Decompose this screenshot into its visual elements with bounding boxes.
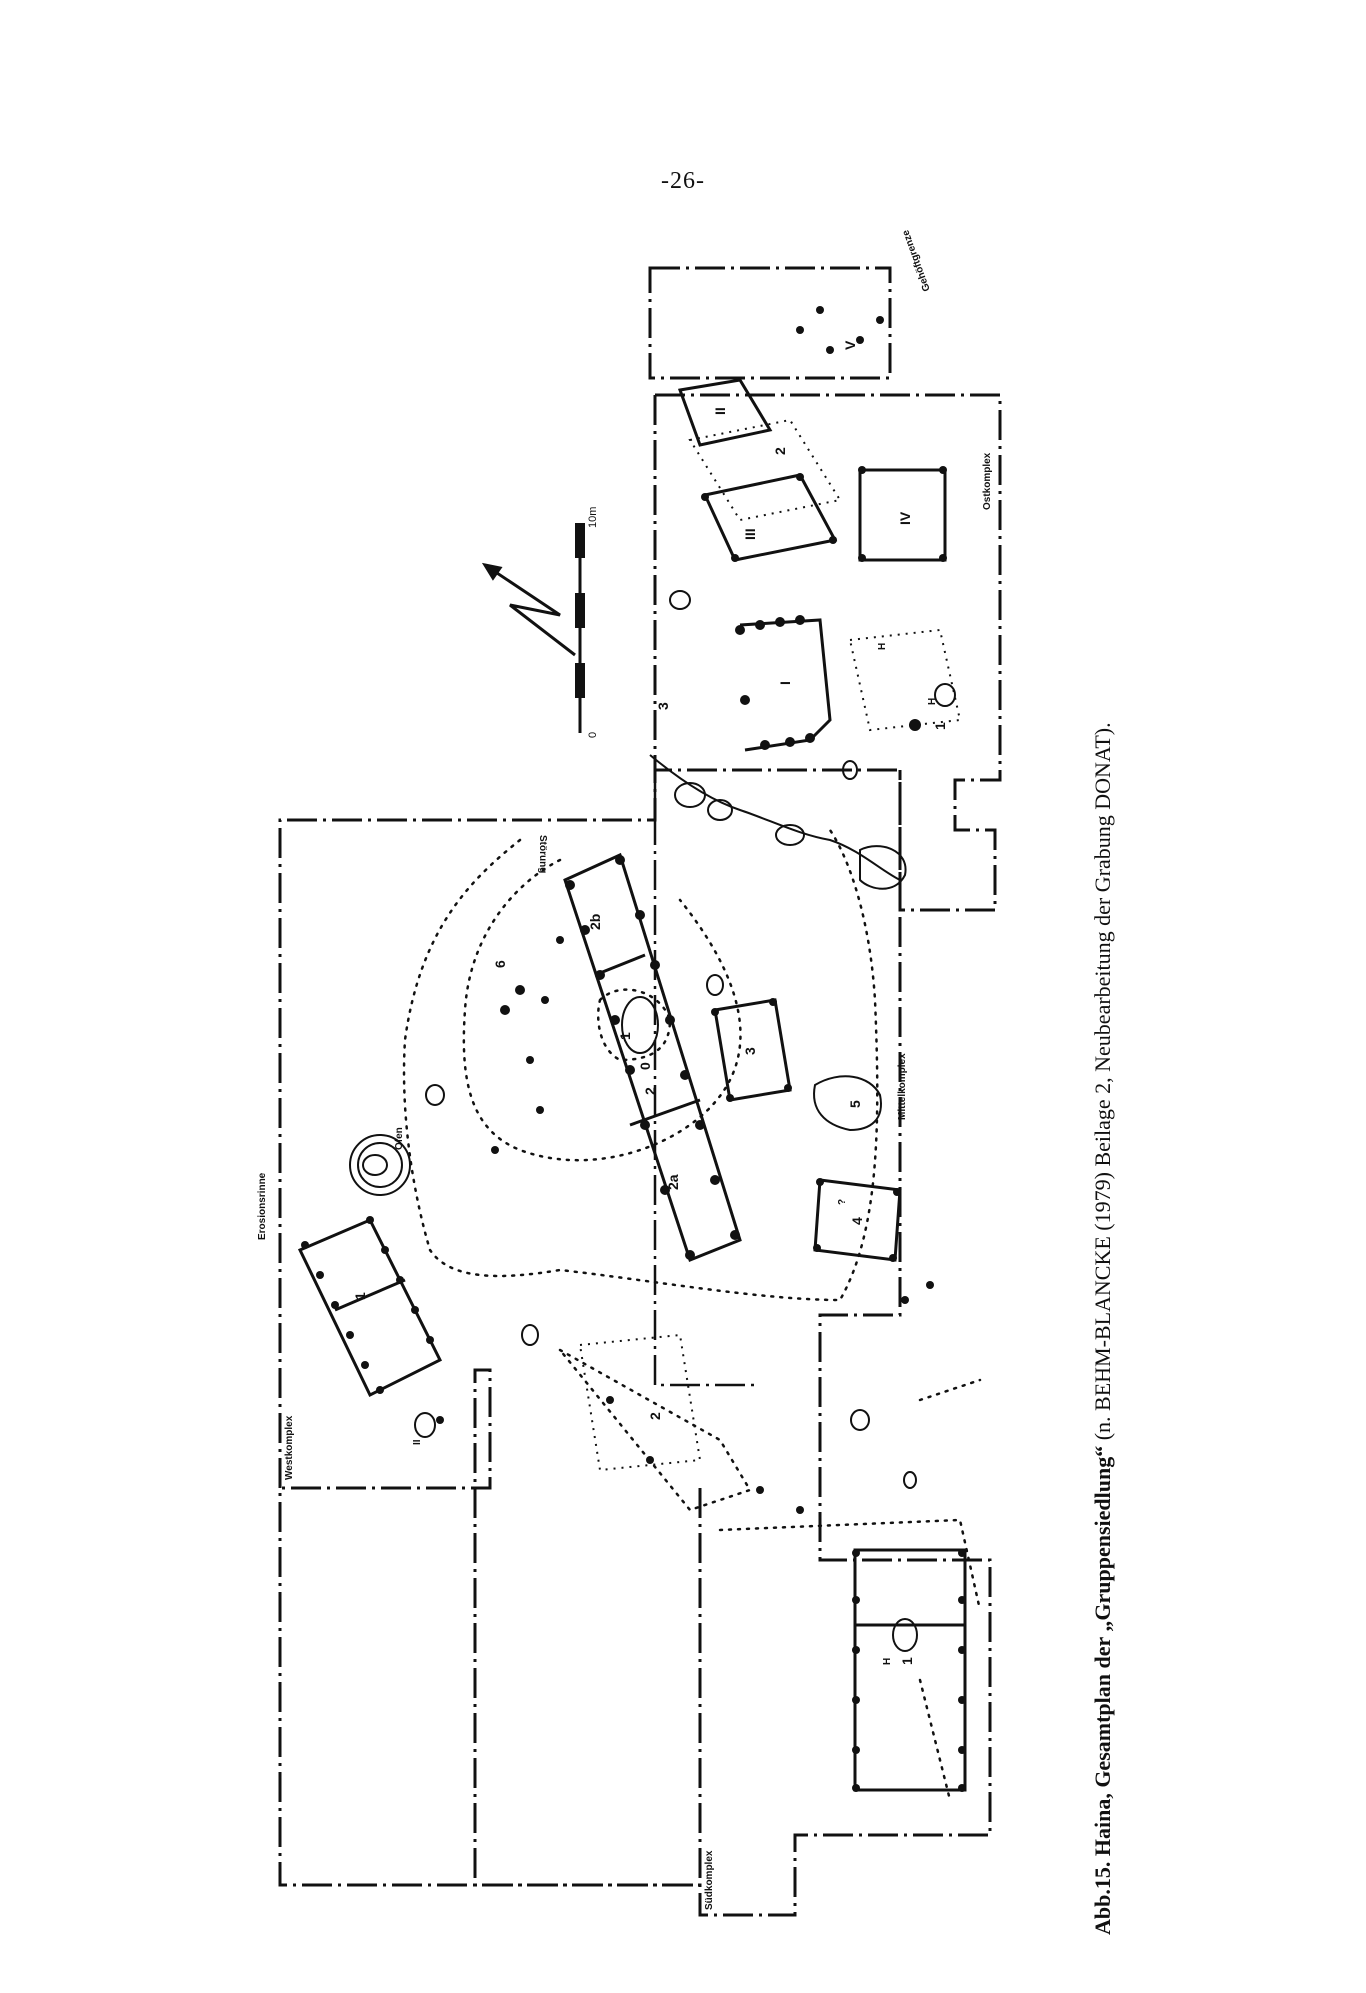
svg-text:2b: 2b — [587, 914, 603, 930]
house-east-II — [677, 378, 773, 447]
house-west-1 — [297, 1218, 443, 1398]
svg-text:H: H — [882, 1658, 893, 1665]
north-arrow-icon — [481, 562, 576, 657]
postholes — [301, 306, 966, 1792]
enclosure-lines — [402, 828, 982, 1802]
svg-text:2: 2 — [647, 1412, 663, 1420]
svg-text:1: 1 — [932, 722, 948, 730]
svg-text:?: ? — [837, 1199, 848, 1205]
svg-text:H: H — [877, 643, 888, 650]
house-south-1 — [853, 1548, 967, 1792]
page-number: -26- — [661, 168, 705, 194]
stone-cluster — [649, 754, 907, 1132]
label-suedkomplex: Südkomplex — [704, 1850, 715, 1910]
svg-text:3: 3 — [742, 1047, 758, 1055]
scale-zero: 0 — [587, 732, 599, 738]
label-ostkomplex: Ostkomplex — [982, 452, 993, 510]
svg-text:II: II — [412, 1439, 423, 1445]
house-mid-2 — [563, 852, 742, 1262]
svg-text:IV: IV — [897, 511, 913, 525]
svg-text:1: 1 — [352, 1292, 368, 1300]
label-erosionsrinne: Erosionsrinne — [257, 1172, 268, 1240]
house-plans — [297, 378, 967, 1792]
dotted-building-outlines — [578, 418, 962, 1472]
svg-text:6: 6 — [492, 960, 508, 968]
scale-bar: 0 10m — [575, 507, 599, 738]
label-gehoeftgrenze: Gehöftgrenze — [900, 228, 933, 293]
svg-text:2: 2 — [772, 447, 788, 455]
svg-text:2a: 2a — [665, 1174, 681, 1190]
svg-text:5: 5 — [847, 1100, 863, 1108]
svg-text:4: 4 — [849, 1217, 865, 1225]
house-numbers: 1 2 2a 2 0 2b 1 6 3 4 5 1 1 I II III IV … — [352, 340, 948, 1665]
svg-text:0: 0 — [637, 1062, 653, 1070]
house-east-III — [702, 473, 838, 562]
svg-text:H: H — [927, 698, 938, 705]
svg-text:V: V — [842, 340, 858, 350]
svg-text:I: I — [777, 681, 793, 685]
scale-end: 10m — [587, 507, 599, 528]
pits — [349, 590, 956, 1652]
label-westkomplex: Westkomplex — [284, 1415, 295, 1480]
svg-text:2: 2 — [642, 1087, 658, 1095]
svg-text:3: 3 — [655, 702, 671, 710]
label-stoerung: Störung — [537, 835, 548, 873]
svg-text:1: 1 — [617, 1032, 633, 1040]
svg-text:1: 1 — [899, 1657, 915, 1665]
label-ofen: Ofen — [394, 1127, 405, 1150]
svg-text:II: II — [712, 407, 728, 415]
label-mittelkomplex: Mittelkomplex — [897, 1053, 908, 1120]
complex-labels: Westkomplex Südkomplex Mittelkomplex Ost… — [284, 452, 993, 1910]
svg-text:III: III — [742, 528, 758, 540]
excavation-boundary — [278, 266, 1002, 1917]
small-marks: H H H ? II — [412, 643, 938, 1665]
